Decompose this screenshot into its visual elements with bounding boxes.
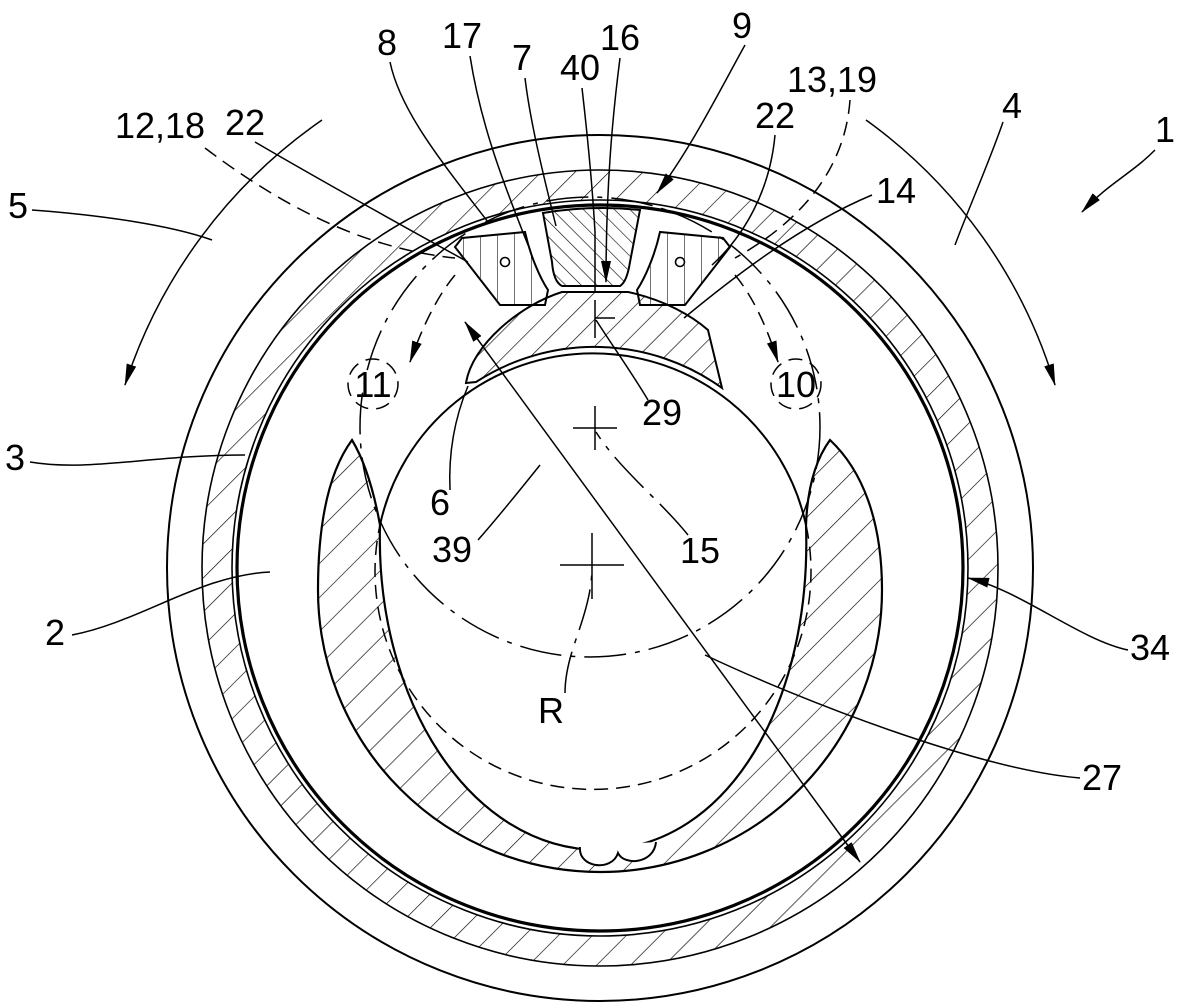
callout-r: R	[538, 690, 564, 731]
leader-40	[581, 87, 596, 233]
callout-2: 2	[45, 612, 65, 653]
leader-27	[704, 654, 1081, 779]
callout-13-19: 13,19	[787, 59, 877, 100]
callout-15: 15	[680, 530, 720, 571]
dashed-arrow-right	[734, 274, 779, 363]
c-shaped-body	[316, 438, 884, 874]
leader-1	[1081, 149, 1156, 213]
callout-7: 7	[512, 37, 532, 78]
leader-34	[967, 577, 1129, 651]
callout-34: 34	[1130, 627, 1170, 668]
leader-5	[31, 209, 213, 241]
callout-17: 17	[442, 15, 482, 56]
leader-2	[71, 571, 271, 636]
callout-8: 8	[377, 22, 397, 63]
leader-8	[389, 61, 489, 223]
ring-inner-surface	[235, 203, 965, 933]
leader-15	[595, 431, 689, 536]
callout-10: 10	[776, 364, 816, 405]
callout-6: 6	[430, 482, 450, 523]
leader-22-left	[254, 141, 469, 263]
callout-12-18: 12,18	[115, 105, 205, 146]
leader-7	[524, 77, 557, 227]
leader-17	[469, 55, 529, 246]
pawl-left	[453, 230, 550, 306]
leader-39	[477, 464, 541, 541]
callout-1: 1	[1155, 109, 1175, 150]
leader-22-right	[711, 134, 776, 266]
callout-11: 11	[354, 364, 391, 405]
leader-4	[954, 121, 1004, 246]
callout-39: 39	[432, 529, 472, 570]
callout-27: 27	[1082, 757, 1122, 798]
leader-6	[448, 385, 469, 491]
outer-housing-circle	[166, 134, 1034, 1002]
cross-15	[573, 406, 617, 450]
callout-14: 14	[876, 170, 916, 211]
callout-29: 29	[642, 392, 682, 433]
dimension-arrow	[464, 321, 861, 863]
dashed-arrow-left	[409, 274, 456, 363]
leader-3	[29, 454, 246, 466]
leader-14	[683, 194, 873, 319]
circle-11	[347, 358, 399, 410]
callout-9: 9	[732, 5, 752, 46]
callout-3: 3	[5, 437, 25, 478]
pawl-right-pivot	[674, 256, 686, 268]
leader-9	[656, 44, 746, 194]
leader-29	[595, 319, 649, 401]
callout-22-right: 22	[755, 95, 795, 136]
callout-4: 4	[1002, 85, 1022, 126]
leader-13-19	[734, 99, 851, 259]
callout-40: 40	[560, 47, 600, 88]
callout-22-left: 22	[225, 102, 265, 143]
hatched-ring-band	[201, 169, 999, 967]
leader-r	[564, 569, 593, 694]
rotation-arrow-right	[865, 119, 1056, 386]
pawl-right	[635, 230, 732, 306]
leader-16	[601, 57, 621, 283]
callout-16: 16	[600, 17, 640, 58]
circle-10	[770, 358, 822, 410]
pawl-left-pivot	[499, 256, 511, 268]
block	[541, 207, 642, 287]
cross-r-centre	[560, 533, 624, 599]
callout-5: 5	[8, 185, 28, 226]
leader-12-18	[204, 147, 456, 259]
